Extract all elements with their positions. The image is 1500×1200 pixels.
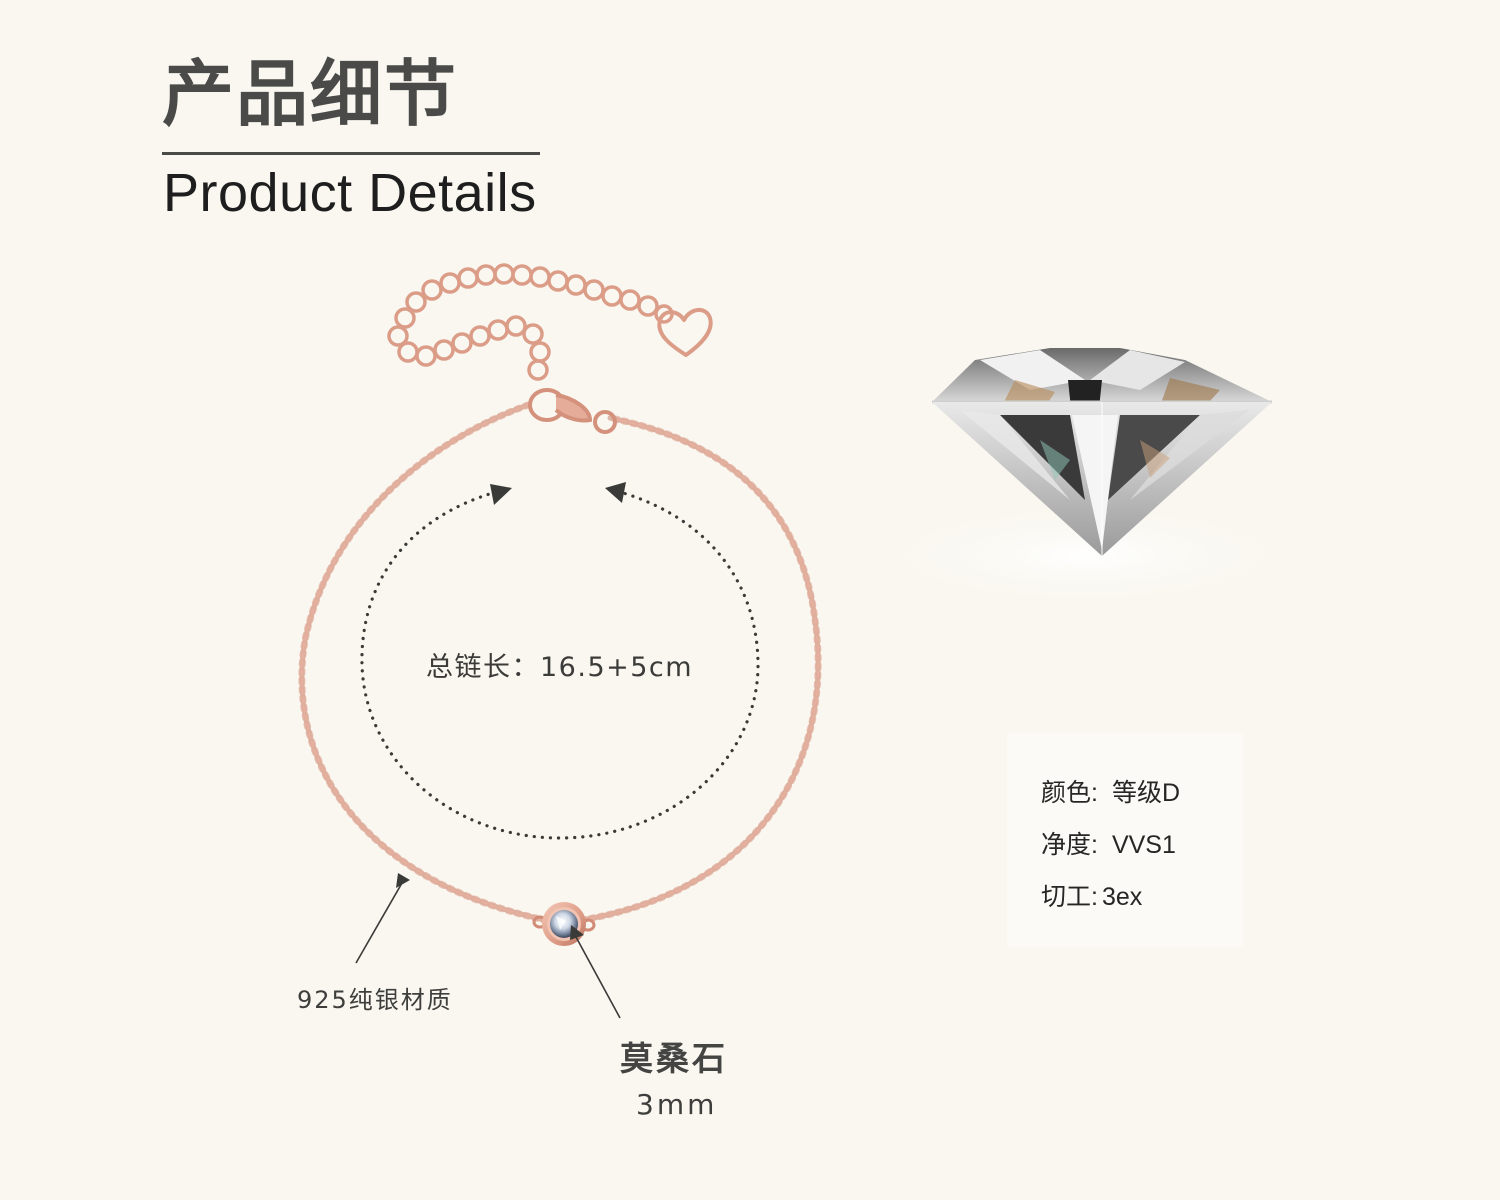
page-title-chinese: 产品细节 <box>162 52 459 136</box>
spec-color: 颜色: 等级D <box>1041 773 1180 809</box>
lobster-clasp <box>528 388 617 434</box>
stone-size-label: 3mm <box>636 1088 718 1121</box>
page-title-english: Product Details <box>163 163 537 223</box>
spec-value: 等级D <box>1111 779 1181 807</box>
spec-clarity: 净度: VVS1 <box>1041 825 1176 861</box>
gem-specs-panel: 颜色: 等级D 净度: VVS1 切工:3ex <box>1007 733 1243 947</box>
stone-pointer <box>570 925 621 1019</box>
material-pointer <box>355 873 410 964</box>
bracelet-chain <box>298 401 822 924</box>
moissanite-stone <box>532 902 596 946</box>
title-divider <box>162 152 540 155</box>
spec-key: 切工: <box>1041 883 1098 911</box>
length-indicator <box>360 482 760 840</box>
spec-key: 净度: <box>1041 831 1098 859</box>
heart-charm <box>657 308 713 357</box>
spec-value: 3ex <box>1101 883 1143 911</box>
moissanite-gem-image <box>855 348 1315 610</box>
total-length-label: 总链长：16.5+5cm <box>426 652 694 683</box>
extender-chain <box>387 263 674 381</box>
spec-value: VVS1 <box>1111 831 1176 859</box>
spec-key: 颜色: <box>1041 779 1098 807</box>
material-label: 925纯银材质 <box>297 986 453 1014</box>
stone-name-label: 莫桑石 <box>620 1039 728 1078</box>
spec-cut: 切工:3ex <box>1041 877 1142 913</box>
arrow-left-icon <box>490 484 512 505</box>
arrow-right-icon <box>605 482 626 503</box>
